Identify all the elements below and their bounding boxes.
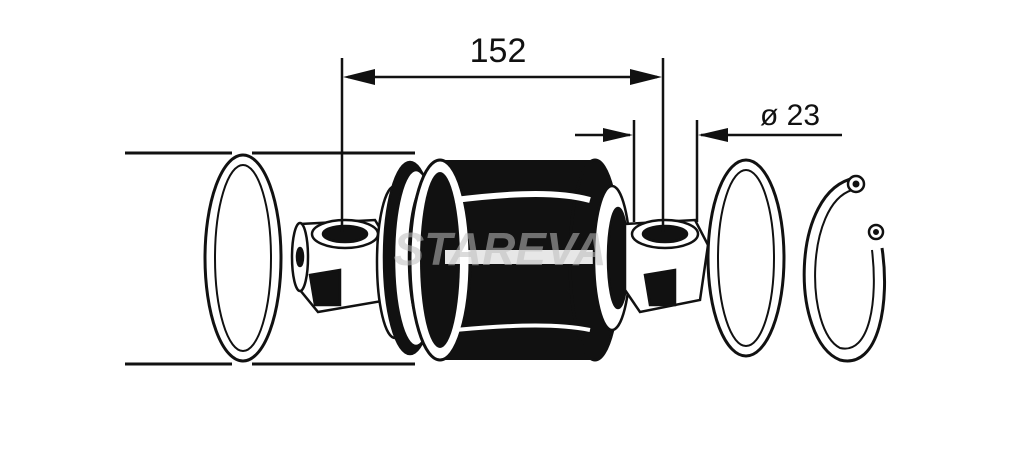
right-end-eye: [623, 218, 710, 314]
tube-outline: [125, 151, 415, 366]
diameter-dimension-label: ø 23: [760, 99, 820, 132]
watermark-logo: STAREVA: [394, 223, 607, 275]
length-dimension: [340, 58, 665, 232]
circlip: [802, 174, 887, 363]
left-end-eye: [290, 218, 392, 314]
length-dimension-label: 152: [470, 32, 527, 70]
right-ring: [706, 158, 786, 358]
right-collar: [592, 184, 632, 332]
diameter-dimension: [575, 120, 842, 222]
left-ring: [203, 153, 283, 363]
